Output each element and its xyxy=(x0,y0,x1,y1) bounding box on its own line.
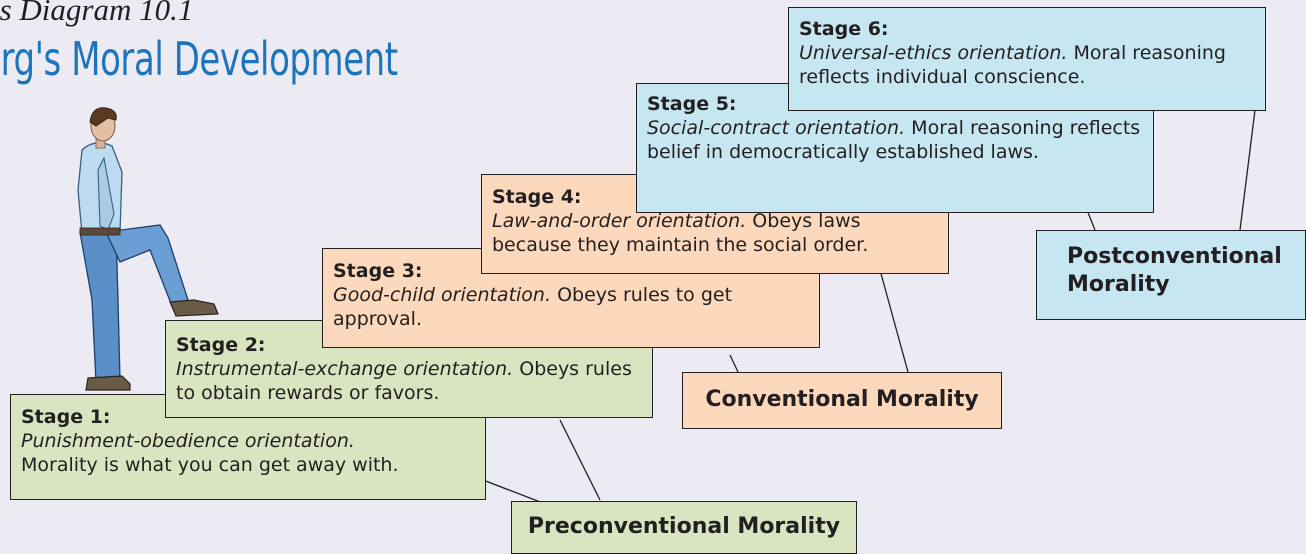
stage-6-description: Moral reasoning reflects individual cons… xyxy=(799,42,1226,88)
stage-3-label: Stage 3: xyxy=(333,260,423,282)
preconventional-box: Preconventional Morality xyxy=(511,501,857,554)
stage-6-box: Stage 6: Universal-ethics orientation. M… xyxy=(788,7,1266,111)
preconventional-label: Preconventional Morality xyxy=(527,514,841,539)
connector-stage2 xyxy=(559,419,601,501)
stage-3-description: Obeys rules to get approval. xyxy=(333,284,733,330)
person-illustration xyxy=(77,107,219,391)
diagram-label: cess Diagram 10.1 xyxy=(0,0,194,27)
postconventional-label-line2: Morality xyxy=(1067,272,1170,297)
conventional-label: Conventional Morality xyxy=(705,387,979,412)
stage-4-description: Obeys laws because they maintain the soc… xyxy=(492,210,869,256)
stage-6-label: Stage 6: xyxy=(799,18,889,40)
connector-stage6 xyxy=(1239,109,1256,231)
conventional-box: Conventional Morality xyxy=(682,372,1002,429)
stage-1-label: Stage 1: xyxy=(21,406,111,428)
stage-6-orientation: Universal-ethics orientation. xyxy=(799,42,1068,64)
stage-5-label: Stage 5: xyxy=(647,93,737,115)
connector-stage3 xyxy=(729,354,739,373)
stage-3-orientation: Good-child orientation. xyxy=(333,284,552,306)
connector-stage4 xyxy=(879,269,909,373)
stage-4-orientation: Law-and-order orientation. xyxy=(492,210,747,232)
stage-5-orientation: Social-contract orientation. xyxy=(647,117,906,139)
postconventional-label-line1: Postconventional xyxy=(1067,244,1282,269)
stage-4-label: Stage 4: xyxy=(492,186,582,208)
stage-2-description: Obeys rules to obtain rewards or favors. xyxy=(176,358,632,404)
postconventional-box: Postconventional Morality xyxy=(1036,230,1306,320)
stage-2-orientation: Instrumental-exchange orientation. xyxy=(176,358,514,380)
stage-1-orientation: Punishment-obedience orientation. xyxy=(21,430,355,452)
stage-2-label: Stage 2: xyxy=(176,334,266,356)
stage-5-description: Moral reasoning reflects belief in democ… xyxy=(647,117,1141,163)
stage-1-description: Morality is what you can get away with. xyxy=(21,454,399,476)
page-title: lberg's Moral Development xyxy=(0,32,398,86)
